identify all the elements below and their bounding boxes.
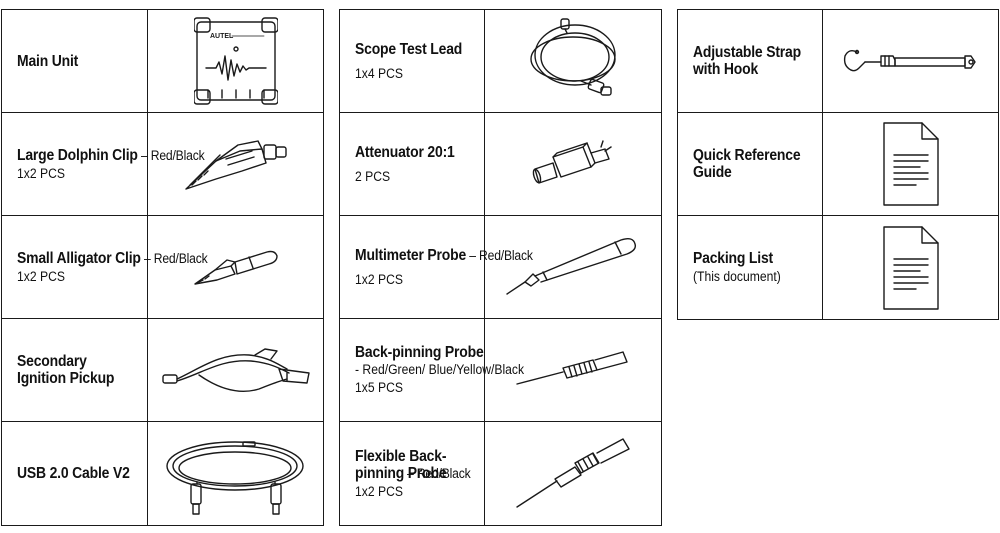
item-image-cell (485, 10, 661, 112)
item-text-cell: Scope Test Lead 1x4 PCS (340, 10, 485, 112)
item-name: USB 2.0 Cable V2 (17, 465, 130, 482)
document-icon (882, 225, 939, 310)
item-name: Packing List (693, 250, 774, 267)
table-row: Small Alligator Clip – Red/Black 1x2 PCS (2, 216, 323, 319)
item-image-cell (148, 319, 323, 421)
item-qty: 1x2 PCS (355, 483, 403, 499)
item-text-cell: Flexible Back-pinning Probe – Red/Black … (340, 422, 485, 525)
item-qty: 1x2 PCS (355, 271, 403, 287)
item-image-cell (148, 216, 323, 318)
item-desc: – Red/Black (466, 247, 533, 263)
item-desc: - Red/Green/ Blue/Yellow/Black (355, 362, 525, 377)
small-alligator-clip-icon (193, 250, 278, 285)
item-text-cell: Secondary Ignition Pickup (2, 319, 148, 421)
item-qty: (This document) (693, 269, 781, 284)
flexible-back-pinning-probe-icon (516, 437, 630, 508)
item-desc: – Red/Black (137, 147, 205, 163)
item-text-cell: Multimeter Probe – Red/Black 1x2 PCS (340, 216, 533, 318)
item-image-cell (148, 422, 323, 525)
item-text-cell: Large Dolphin Clip – Red/Black 1x2 PCS (2, 113, 205, 215)
item-image-cell (823, 113, 998, 215)
back-pinning-probe-icon (516, 351, 628, 385)
item-qty: 1x4 PCS (355, 65, 403, 81)
item-image-cell (485, 113, 661, 215)
table-row: Adjustable Strap with Hook (678, 10, 998, 113)
device-logo: AUTEL (210, 33, 234, 40)
secondary-ignition-pickup-icon (161, 348, 310, 392)
item-qty: 1x5 PCS (355, 380, 403, 395)
item-name: Scope Test Lead (355, 40, 463, 58)
item-image-cell (485, 319, 661, 421)
item-text-cell: Back-pinning Probe - Red/Green/ Blue/Yel… (340, 319, 525, 421)
item-name: Main Unit (17, 52, 79, 70)
strap-with-hook-icon (843, 49, 976, 72)
multimeter-probe-icon (506, 237, 637, 295)
table-row: Secondary Ignition Pickup (2, 319, 323, 422)
table-row: Quick Reference Guide (678, 113, 998, 216)
item-name: Quick Reference Guide (693, 147, 801, 181)
table-column-2: Scope Test Lead 1x4 PCS Attenuator 20:1 … (339, 9, 662, 526)
item-image-cell: AUTEL (148, 10, 323, 112)
item-name: Secondary Ignition Pickup (17, 353, 115, 387)
item-text-cell: Main Unit (2, 10, 148, 112)
attenuator-icon (532, 140, 612, 184)
item-name: Multimeter Probe (355, 246, 467, 264)
table-row: Multimeter Probe – Red/Black 1x2 PCS (340, 216, 661, 319)
main-unit-icon: AUTEL (193, 17, 278, 105)
table-column-3: Adjustable Strap with Hook Quick Referen… (677, 9, 999, 320)
item-name: Flexible Back-pinning Probe (355, 447, 447, 482)
item-text-cell: Attenuator 20:1 2 PCS (340, 113, 485, 215)
item-image-cell (823, 216, 998, 319)
table-row: Large Dolphin Clip – Red/Black 1x2 PCS (2, 113, 323, 216)
table-column-1: Main Unit AUTEL Large Dolphin Clip – Red… (1, 9, 324, 526)
item-qty: 1x2 PCS (17, 165, 65, 181)
table-row: Flexible Back-pinning Probe – Red/Black … (340, 422, 661, 525)
item-image-cell (823, 10, 998, 112)
table-row: Back-pinning Probe - Red/Green/ Blue/Yel… (340, 319, 661, 422)
table-row: Attenuator 20:1 2 PCS (340, 113, 661, 216)
item-text-cell: Packing List (This document) (678, 216, 823, 319)
large-dolphin-clip-icon (184, 140, 287, 190)
usb-cable-icon (165, 440, 304, 515)
item-qty: 2 PCS (355, 168, 391, 184)
item-text-cell: USB 2.0 Cable V2 (2, 422, 148, 525)
item-desc: – Red/Black (140, 250, 208, 266)
item-qty: 1x2 PCS (17, 268, 65, 284)
item-name: Attenuator 20:1 (355, 143, 455, 161)
table-row: Scope Test Lead 1x4 PCS (340, 10, 661, 113)
table-row: USB 2.0 Cable V2 (2, 422, 323, 525)
item-name: Large Dolphin Clip (17, 146, 138, 164)
item-name: Adjustable Strap with Hook (693, 44, 801, 78)
document-icon (882, 122, 939, 206)
item-name: Back-pinning Probe (355, 344, 484, 361)
scope-test-lead-icon (530, 18, 616, 96)
item-text-cell: Quick Reference Guide (678, 113, 823, 215)
item-image-cell (148, 113, 323, 215)
item-image-cell (485, 216, 661, 318)
table-row: Main Unit AUTEL (2, 10, 323, 113)
item-text-cell: Small Alligator Clip – Red/Black 1x2 PCS (2, 216, 208, 318)
item-text-cell: Adjustable Strap with Hook (678, 10, 823, 112)
item-name: Small Alligator Clip (17, 249, 141, 267)
item-desc: – Red/Black (407, 465, 471, 481)
table-row: Packing List (This document) (678, 216, 998, 319)
item-image-cell (485, 422, 661, 525)
